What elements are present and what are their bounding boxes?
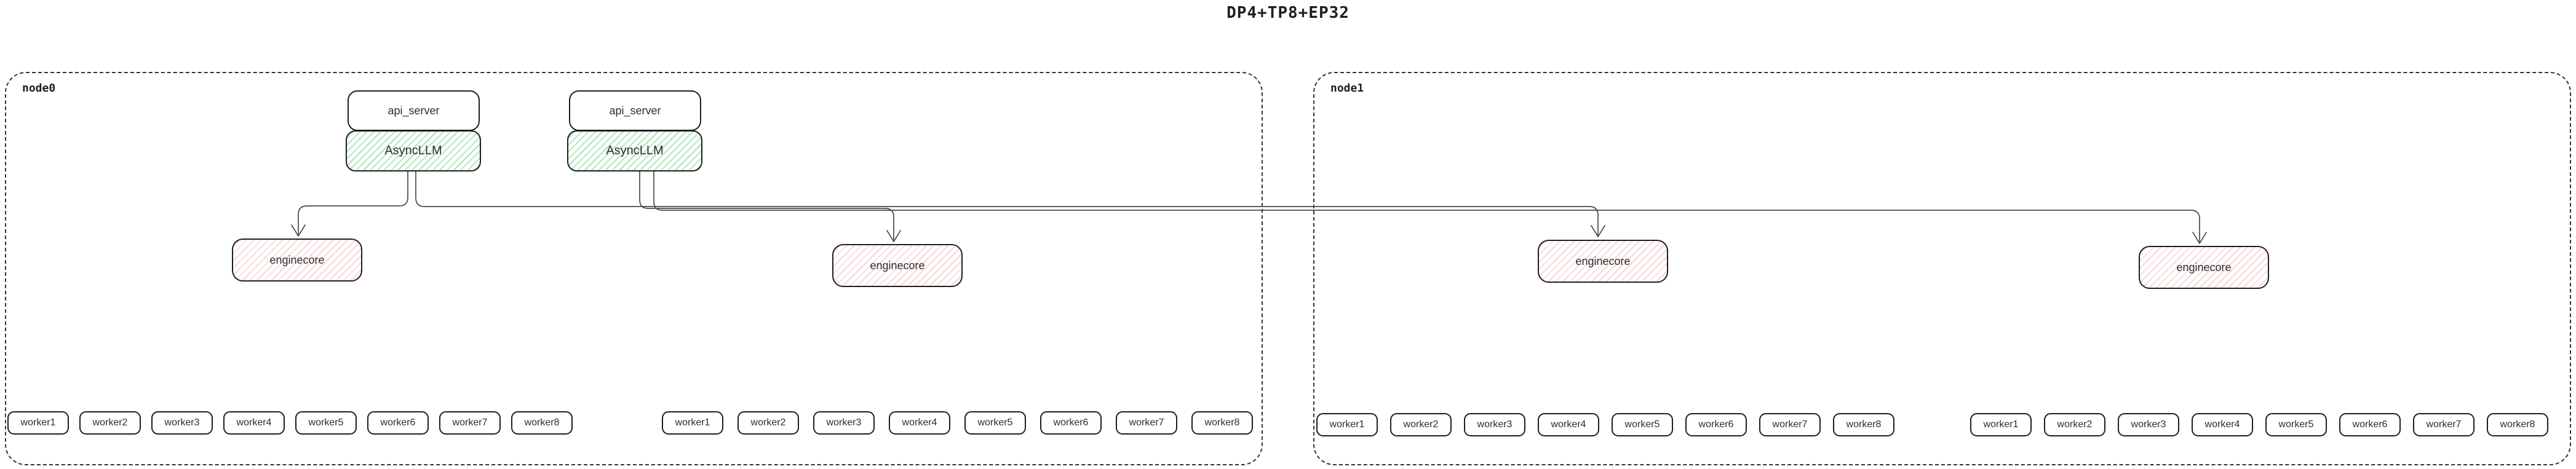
worker-box: worker1 [1970,413,2032,436]
worker-box: worker8 [1833,413,1894,436]
enginecore-2-box: enginecore [832,244,963,287]
worker-box: worker6 [1685,413,1747,436]
worker-box: worker2 [737,411,799,435]
worker-box: worker7 [2413,413,2475,436]
worker-box: worker5 [2265,413,2327,436]
worker-box: worker4 [223,411,285,435]
worker-box: worker3 [1464,413,1525,436]
worker-box: worker6 [2339,413,2401,436]
worker-box: worker5 [295,411,357,435]
worker-box: worker5 [964,411,1026,435]
worker-box: worker2 [2044,413,2105,436]
worker-box: worker2 [79,411,141,435]
node1-worker-group-1: worker1 worker2 worker3 worker4 worker5 worke… [1316,413,1894,436]
worker-box: worker5 [1612,413,1673,436]
worker-box: worker1 [7,411,69,435]
worker-box: worker3 [151,411,213,435]
worker-box: worker1 [662,411,723,435]
asyncllm-2-box: AsyncLLM [567,130,702,171]
api-server-2-box: api_server [569,90,701,131]
enginecore-3-box: enginecore [1538,240,1668,283]
worker-box: worker6 [367,411,429,435]
diagram-title: DP4+TP8+EP32 [1226,4,1350,22]
worker-box: worker4 [1538,413,1599,436]
node1-worker-group-2: worker1 worker2 worker3 worker4 worker5 worke… [1970,413,2548,436]
worker-box: worker8 [511,411,573,435]
worker-box: worker4 [889,411,950,435]
worker-box: worker7 [1116,411,1177,435]
asyncllm-1-box: AsyncLLM [346,130,481,171]
enginecore-4-box: enginecore [2139,246,2269,289]
enginecore-1-box: enginecore [232,238,362,282]
worker-box: worker4 [2192,413,2253,436]
api-server-1-box: api_server [348,90,480,131]
node0-label: node0 [22,82,56,95]
node1-label: node1 [1330,82,1364,95]
worker-box: worker6 [1040,411,1102,435]
worker-box: worker7 [1759,413,1821,436]
node0-worker-group-1: worker1 worker2 worker3 worker4 worker5 worke… [7,411,573,435]
worker-box: worker1 [1316,413,1378,436]
worker-box: worker8 [1191,411,1253,435]
worker-box: worker3 [813,411,875,435]
node0-container: node0 [5,72,1263,465]
node1-container: node1 [1313,72,2571,465]
worker-box: worker8 [2487,413,2548,436]
worker-box: worker2 [1390,413,1452,436]
node0-worker-group-2: worker1 worker2 worker3 worker4 worker5 worke… [662,411,1253,435]
worker-box: worker7 [439,411,501,435]
worker-box: worker3 [2118,413,2179,436]
